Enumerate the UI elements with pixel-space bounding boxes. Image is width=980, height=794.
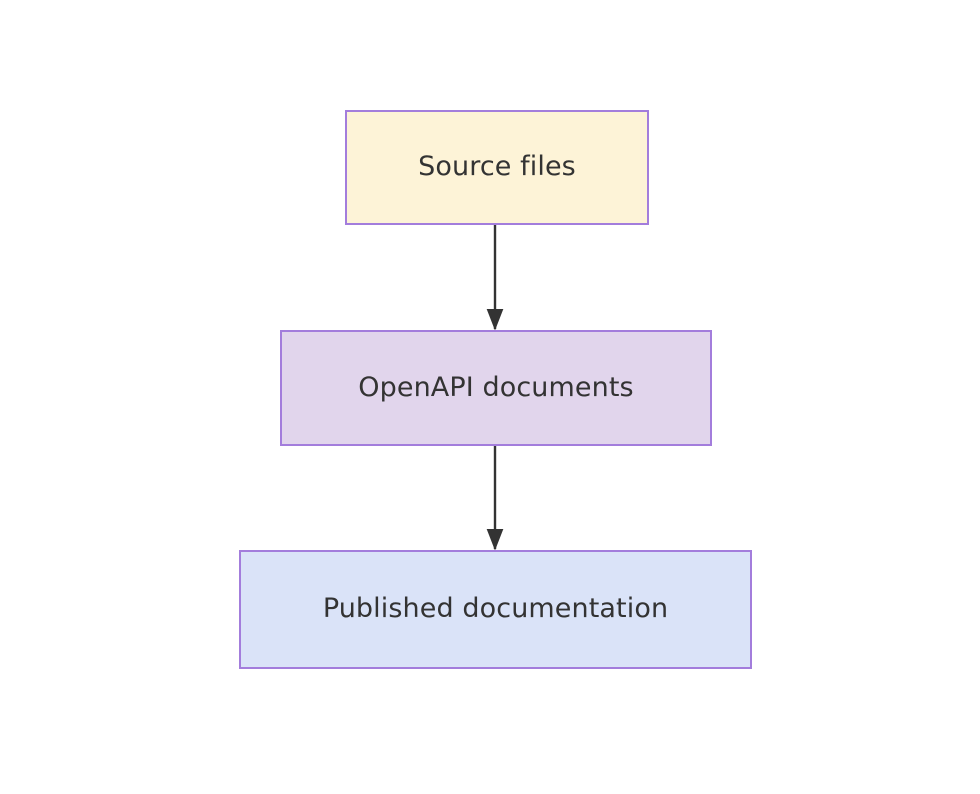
flowchart-node-openapi-documents[interactable]: OpenAPI documents xyxy=(280,330,712,446)
flowchart-node-source-files[interactable]: Source files xyxy=(345,110,649,225)
node-label-source-files: Source files xyxy=(418,151,576,183)
flowchart-node-published-documentation[interactable]: Published documentation xyxy=(239,550,752,669)
node-label-published-documentation: Published documentation xyxy=(322,593,669,625)
node-label-openapi-documents: OpenAPI documents xyxy=(358,371,634,403)
